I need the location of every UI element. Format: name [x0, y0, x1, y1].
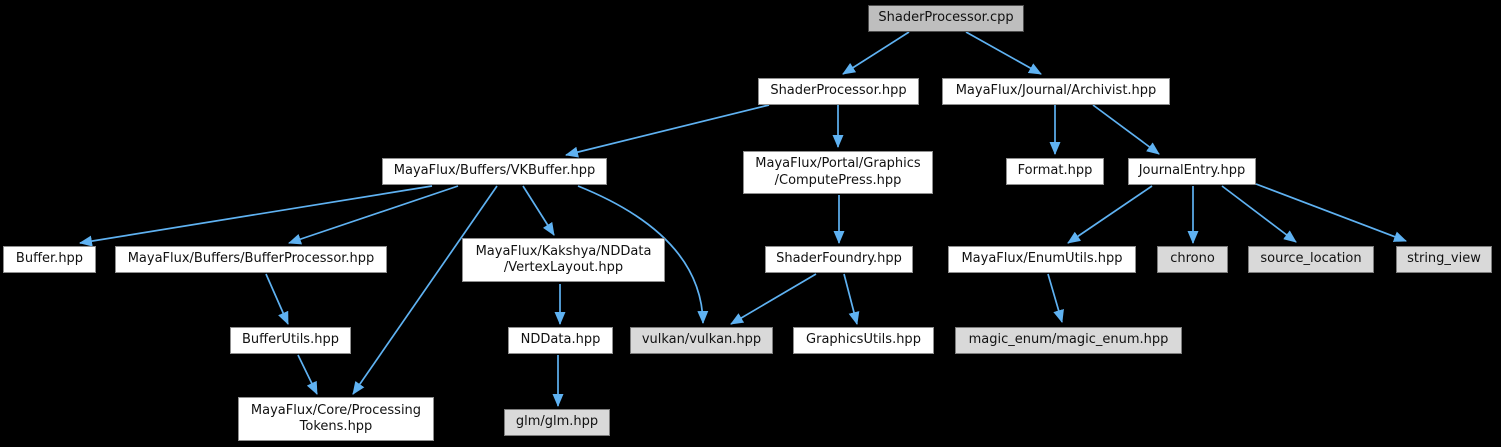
node-format-hpp[interactable]: Format.hpp [1006, 158, 1104, 185]
node-label: MayaFlux/Journal/Archivist.hpp [955, 83, 1157, 99]
node-label: vulkan/vulkan.hpp [641, 332, 762, 348]
node-shaderprocessor-hpp[interactable]: ShaderProcessor.hpp [758, 78, 919, 105]
node-processingtokens-hpp[interactable]: MayaFlux/Core/Processing Tokens.hpp [238, 397, 434, 441]
node-magic-enum-hpp: magic_enum/magic_enum.hpp [955, 327, 1182, 354]
node-archivist-hpp[interactable]: MayaFlux/Journal/Archivist.hpp [942, 78, 1170, 105]
node-vulkan-hpp: vulkan/vulkan.hpp [630, 327, 773, 354]
node-label: MayaFlux/Buffers/BufferProcessor.hpp [127, 251, 375, 267]
node-string-view: string_view [1396, 246, 1492, 273]
edge-vkbuffer-to-buffer [79, 185, 433, 247]
edge-journalentry-to-stringview [1255, 183, 1407, 242]
edge-shaderfoundry-to-vulkan [730, 273, 817, 325]
node-graphicsutils-hpp[interactable]: GraphicsUtils.hpp [793, 327, 934, 354]
node-label: string_view [1407, 251, 1481, 267]
node-source-location: source_location [1248, 246, 1374, 273]
node-label: NDData.hpp [520, 332, 601, 348]
node-bufferprocessor-hpp[interactable]: MayaFlux/Buffers/BufferProcessor.hpp [115, 246, 387, 273]
edge-shaderfoundry-to-graphicsutils [843, 273, 860, 325]
edge-archivist-to-journalentry [1092, 104, 1160, 155]
node-vkbuffer-hpp[interactable]: MayaFlux/Buffers/VKBuffer.hpp [382, 158, 607, 185]
node-nddata-hpp[interactable]: NDData.hpp [508, 327, 613, 354]
node-computepress-hpp[interactable]: MayaFlux/Portal/Graphics /ComputePress.h… [743, 151, 933, 194]
edge-hpp-to-vkbuffer [565, 104, 770, 158]
node-bufferutils-hpp[interactable]: BufferUtils.hpp [230, 327, 351, 354]
node-shaderfoundry-hpp[interactable]: ShaderFoundry.hpp [765, 246, 913, 273]
node-glm-hpp: glm/glm.hpp [504, 409, 610, 436]
edge-vkbuffer-to-bufferprocessor [288, 185, 459, 245]
node-label: BufferUtils.hpp [242, 332, 339, 348]
node-label: magic_enum/magic_enum.hpp [968, 332, 1169, 348]
node-label: GraphicsUtils.hpp [806, 332, 921, 348]
node-label: MayaFlux/Buffers/VKBuffer.hpp [393, 163, 596, 179]
node-label: Buffer.hpp [15, 251, 84, 267]
edge-cpp-to-hpp [842, 31, 910, 75]
node-label: MayaFlux/Portal/Graphics /ComputePress.h… [755, 156, 921, 188]
node-label: ShaderFoundry.hpp [776, 251, 902, 267]
node-label: ShaderProcessor.hpp [770, 83, 907, 99]
node-label: source_location [1260, 251, 1362, 267]
node-label: glm/glm.hpp [515, 414, 599, 430]
edge-journalentry-to-sourcelocation [1221, 185, 1297, 243]
node-enumutils-hpp[interactable]: MayaFlux/EnumUtils.hpp [948, 246, 1136, 273]
edge-vkbuffer-to-processingtokens [352, 185, 498, 395]
node-label: JournalEntry.hpp [1138, 163, 1246, 179]
node-shaderprocessor-cpp: ShaderProcessor.cpp [868, 5, 1024, 32]
node-label: ShaderProcessor.cpp [878, 10, 1014, 26]
edge-bufferutils-to-processingtokens [297, 354, 318, 395]
node-buffer-hpp[interactable]: Buffer.hpp [3, 246, 96, 273]
node-vertexlayout-hpp[interactable]: MayaFlux/Kakshya/NDData /VertexLayout.hp… [462, 238, 665, 282]
edge-journalentry-to-enumutils [1067, 185, 1153, 244]
edge-bufferprocessor-to-bufferutils [265, 273, 289, 325]
node-label: MayaFlux/EnumUtils.hpp [961, 251, 1123, 267]
node-label: MayaFlux/Kakshya/NDData /VertexLayout.hp… [475, 243, 652, 275]
edge-enumutils-to-magicenum [1047, 273, 1064, 323]
edge-vkbuffer-to-vertexlayout [522, 185, 555, 236]
node-label: chrono [1170, 251, 1215, 267]
node-chrono: chrono [1157, 246, 1228, 273]
node-label: Format.hpp [1017, 163, 1093, 179]
edge-cpp-to-archivist [965, 31, 1042, 75]
node-journalentry-hpp[interactable]: JournalEntry.hpp [1128, 158, 1256, 185]
node-label: MayaFlux/Core/Processing Tokens.hpp [250, 402, 422, 434]
